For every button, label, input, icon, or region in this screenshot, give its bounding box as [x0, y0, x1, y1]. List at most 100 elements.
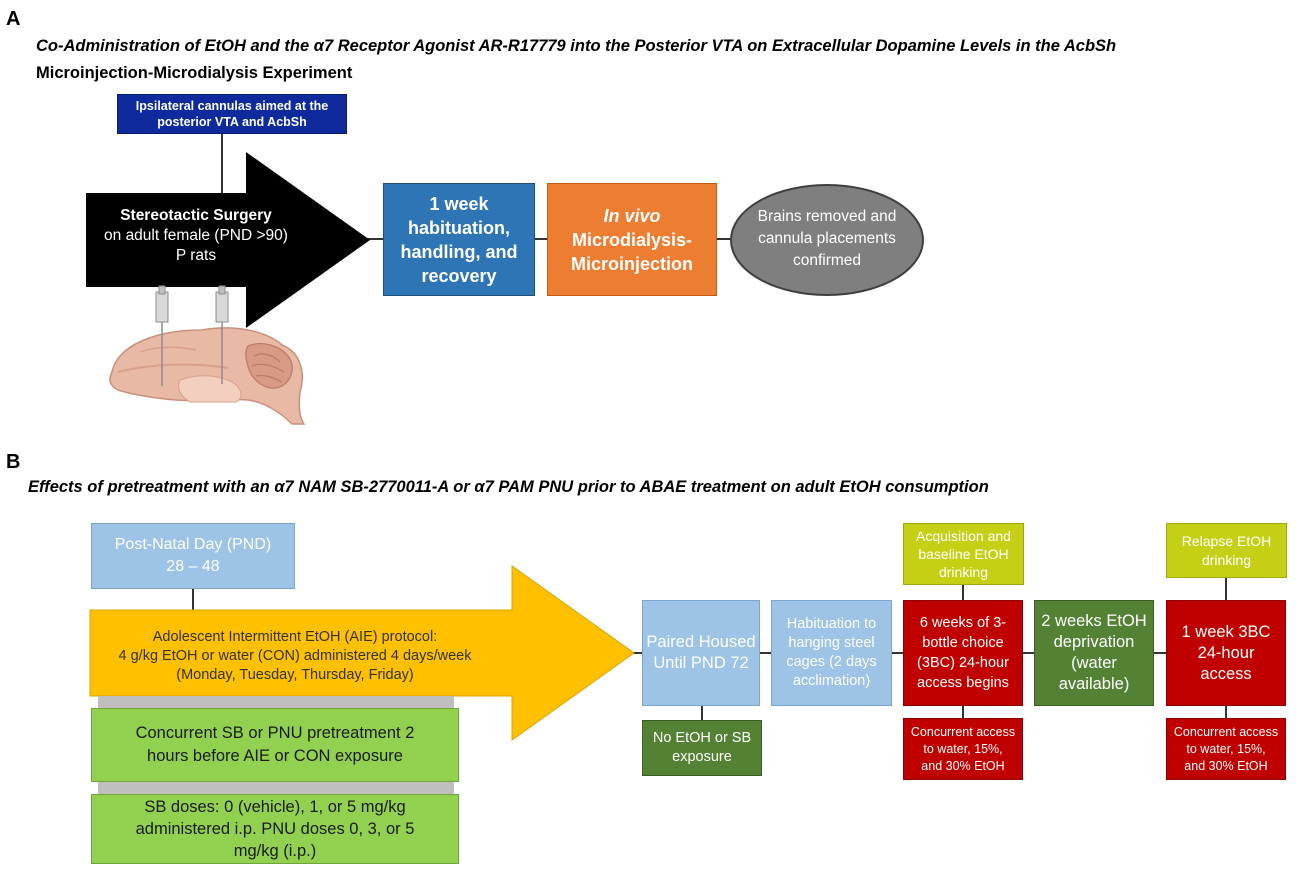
cannula-icon	[215, 285, 229, 384]
connector-line	[632, 652, 642, 654]
doses-line: administered i.p. PNU doses 0, 3, or 5	[135, 820, 415, 838]
deprivation-line: 2 weeks EtOH	[1041, 612, 1147, 630]
habituation-cages-line: cages (2 days	[786, 654, 877, 670]
microdialysis-step-box: In vivo Microdialysis- Microinjection	[547, 183, 717, 296]
aie-line: (Monday, Tuesday, Thursday, Friday)	[176, 667, 414, 683]
shadow-bar	[98, 782, 454, 794]
paired-housed-line: Until PND 72	[653, 654, 749, 672]
shadow-bar	[98, 696, 454, 708]
acquisition-line: drinking	[938, 564, 988, 580]
no-etoh-box: No EtOH or SB exposure	[642, 720, 762, 776]
microdialysis-line: Microinjection	[570, 253, 693, 274]
panel-a-title: Co-Administration of EtOH and the α7 Rec…	[36, 37, 1117, 55]
concurrent-pretreatment-box: Concurrent SB or PNU pretreatment 2 hour…	[91, 708, 459, 782]
paired-housed-line: Paired Housed	[646, 633, 756, 651]
pretreatment-line: Concurrent SB or PNU pretreatment 2	[135, 724, 415, 742]
no-etoh-line: No EtOH or SB	[652, 730, 752, 746]
brain-illustration-icon	[109, 327, 306, 425]
connector-line	[962, 584, 964, 600]
six-weeks-line: bottle choice	[922, 635, 1004, 651]
surgery-arrow	[86, 152, 370, 328]
six-weeks-box: 6 weeks of 3- bottle choice (3BC) 24-hou…	[903, 600, 1023, 706]
one-week-line: access	[1200, 664, 1252, 683]
habituation-line: 1 week	[429, 193, 489, 214]
panel-letter-b: B	[6, 451, 21, 473]
aie-line: 4 g/kg EtOH or water (CON) administered …	[118, 648, 472, 664]
connector-line	[1225, 578, 1227, 600]
one-week-line: 24-hour	[1197, 643, 1255, 662]
microdialysis-line: Microdialysis-	[571, 229, 693, 250]
microdialysis-in-vivo: In vivo	[603, 205, 661, 226]
concurrent-access-line: Concurrent access	[910, 724, 1016, 739]
concurrent-access-box-2: Concurrent access to water, 15%, and 30%…	[1166, 718, 1286, 780]
habituation-line: recovery	[421, 265, 497, 286]
relapse-line: drinking	[1201, 551, 1251, 568]
deprivation-box: 2 weeks EtOH deprivation (water availabl…	[1034, 600, 1154, 706]
paired-housed-box: Paired Housed Until PND 72	[642, 600, 760, 706]
connector-line	[1023, 652, 1034, 654]
brains-line: confirmed	[792, 252, 862, 269]
connector-line	[365, 238, 383, 240]
habituation-line: habituation,	[408, 217, 510, 238]
habituation-cages-line: acclimation)	[792, 673, 871, 689]
connector-line	[962, 706, 964, 718]
brains-line: Brains removed and	[757, 208, 897, 225]
doses-box: SB doses: 0 (vehicle), 1, or 5 mg/kg adm…	[91, 794, 459, 864]
connector-line	[760, 652, 771, 654]
relapse-box: Relapse EtOH drinking	[1166, 523, 1287, 578]
one-week-box: 1 week 3BC 24-hour access	[1166, 600, 1286, 706]
six-weeks-line: access begins	[917, 675, 1009, 691]
panel-a-subtitle: Microinjection-Microdialysis Experiment	[36, 64, 353, 82]
habituation-cages-line: hanging steel	[788, 635, 875, 651]
pnd-box: Post-Natal Day (PND) 28 – 48	[91, 523, 295, 589]
concurrent-access-line: and 30% EtOH	[1184, 758, 1268, 773]
cannula-icon	[155, 285, 169, 386]
habituation-step-box: 1 week habituation, handling, and recove…	[383, 183, 535, 296]
connector-line	[1225, 706, 1227, 718]
concurrent-access-line: to water, 15%,	[923, 741, 1003, 756]
acquisition-box: Acquisition and baseline EtOH drinking	[903, 523, 1024, 585]
doses-line: SB doses: 0 (vehicle), 1, or 5 mg/kg	[144, 798, 406, 816]
surgery-rats: P rats	[175, 247, 217, 264]
acquisition-line: Acquisition and	[916, 528, 1011, 544]
pnd-line: Post-Natal Day (PND)	[114, 536, 272, 553]
panel-b-title: Effects of pretreatment with an α7 NAM S…	[28, 478, 989, 496]
deprivation-line: available)	[1058, 675, 1130, 693]
aie-line: Adolescent Intermittent EtOH (AIE) proto…	[152, 629, 438, 645]
brains-line: cannula placements	[758, 230, 896, 247]
one-week-line: 1 week 3BC	[1181, 622, 1271, 641]
cannula-note-connector	[221, 133, 223, 193]
habituation-cages-line: Habituation to	[786, 616, 877, 632]
brains-removed-ellipse	[730, 184, 924, 296]
deprivation-line: deprivation	[1053, 633, 1135, 651]
connector-line	[701, 706, 703, 720]
panel-letter-a: A	[6, 8, 21, 30]
deprivation-line: (water	[1071, 654, 1117, 672]
connector-line	[717, 238, 733, 240]
concurrent-access-line: and 30% EtOH	[921, 758, 1005, 773]
no-etoh-line: exposure	[672, 749, 732, 765]
concurrent-access-line: to water, 15%,	[1186, 741, 1266, 756]
six-weeks-line: (3BC) 24-hour	[917, 655, 1009, 671]
connector-line	[892, 652, 903, 654]
concurrent-access-box-1: Concurrent access to water, 15%, and 30%…	[903, 718, 1023, 780]
surgery-subject: on adult female (PND >90)	[104, 227, 288, 244]
cannula-note-line: posterior VTA and AcbSh	[157, 115, 307, 129]
habituation-cages-box: Habituation to hanging steel cages (2 da…	[771, 600, 892, 706]
surgery-arrow-text: Stereotactic Surgery on adult female (PN…	[96, 206, 296, 266]
connector-line	[535, 238, 547, 240]
concurrent-access-line: Concurrent access	[1173, 724, 1279, 739]
connector-line	[192, 588, 194, 610]
brains-removed-text: Brains removed and cannula placements co…	[737, 206, 917, 272]
six-weeks-line: 6 weeks of 3-	[919, 615, 1007, 631]
pretreatment-line: hours before AIE or CON exposure	[147, 747, 403, 765]
aie-protocol-text: Adolescent Intermittent EtOH (AIE) proto…	[100, 628, 490, 685]
relapse-line: Relapse EtOH	[1181, 532, 1272, 549]
cannula-note-box: Ipsilateral cannulas aimed at the poster…	[117, 94, 347, 134]
pnd-line: 28 – 48	[166, 558, 220, 575]
cannula-note-line: Ipsilateral cannulas aimed at the	[135, 99, 329, 113]
habituation-line: handling, and	[400, 241, 518, 262]
connector-line	[1154, 652, 1166, 654]
